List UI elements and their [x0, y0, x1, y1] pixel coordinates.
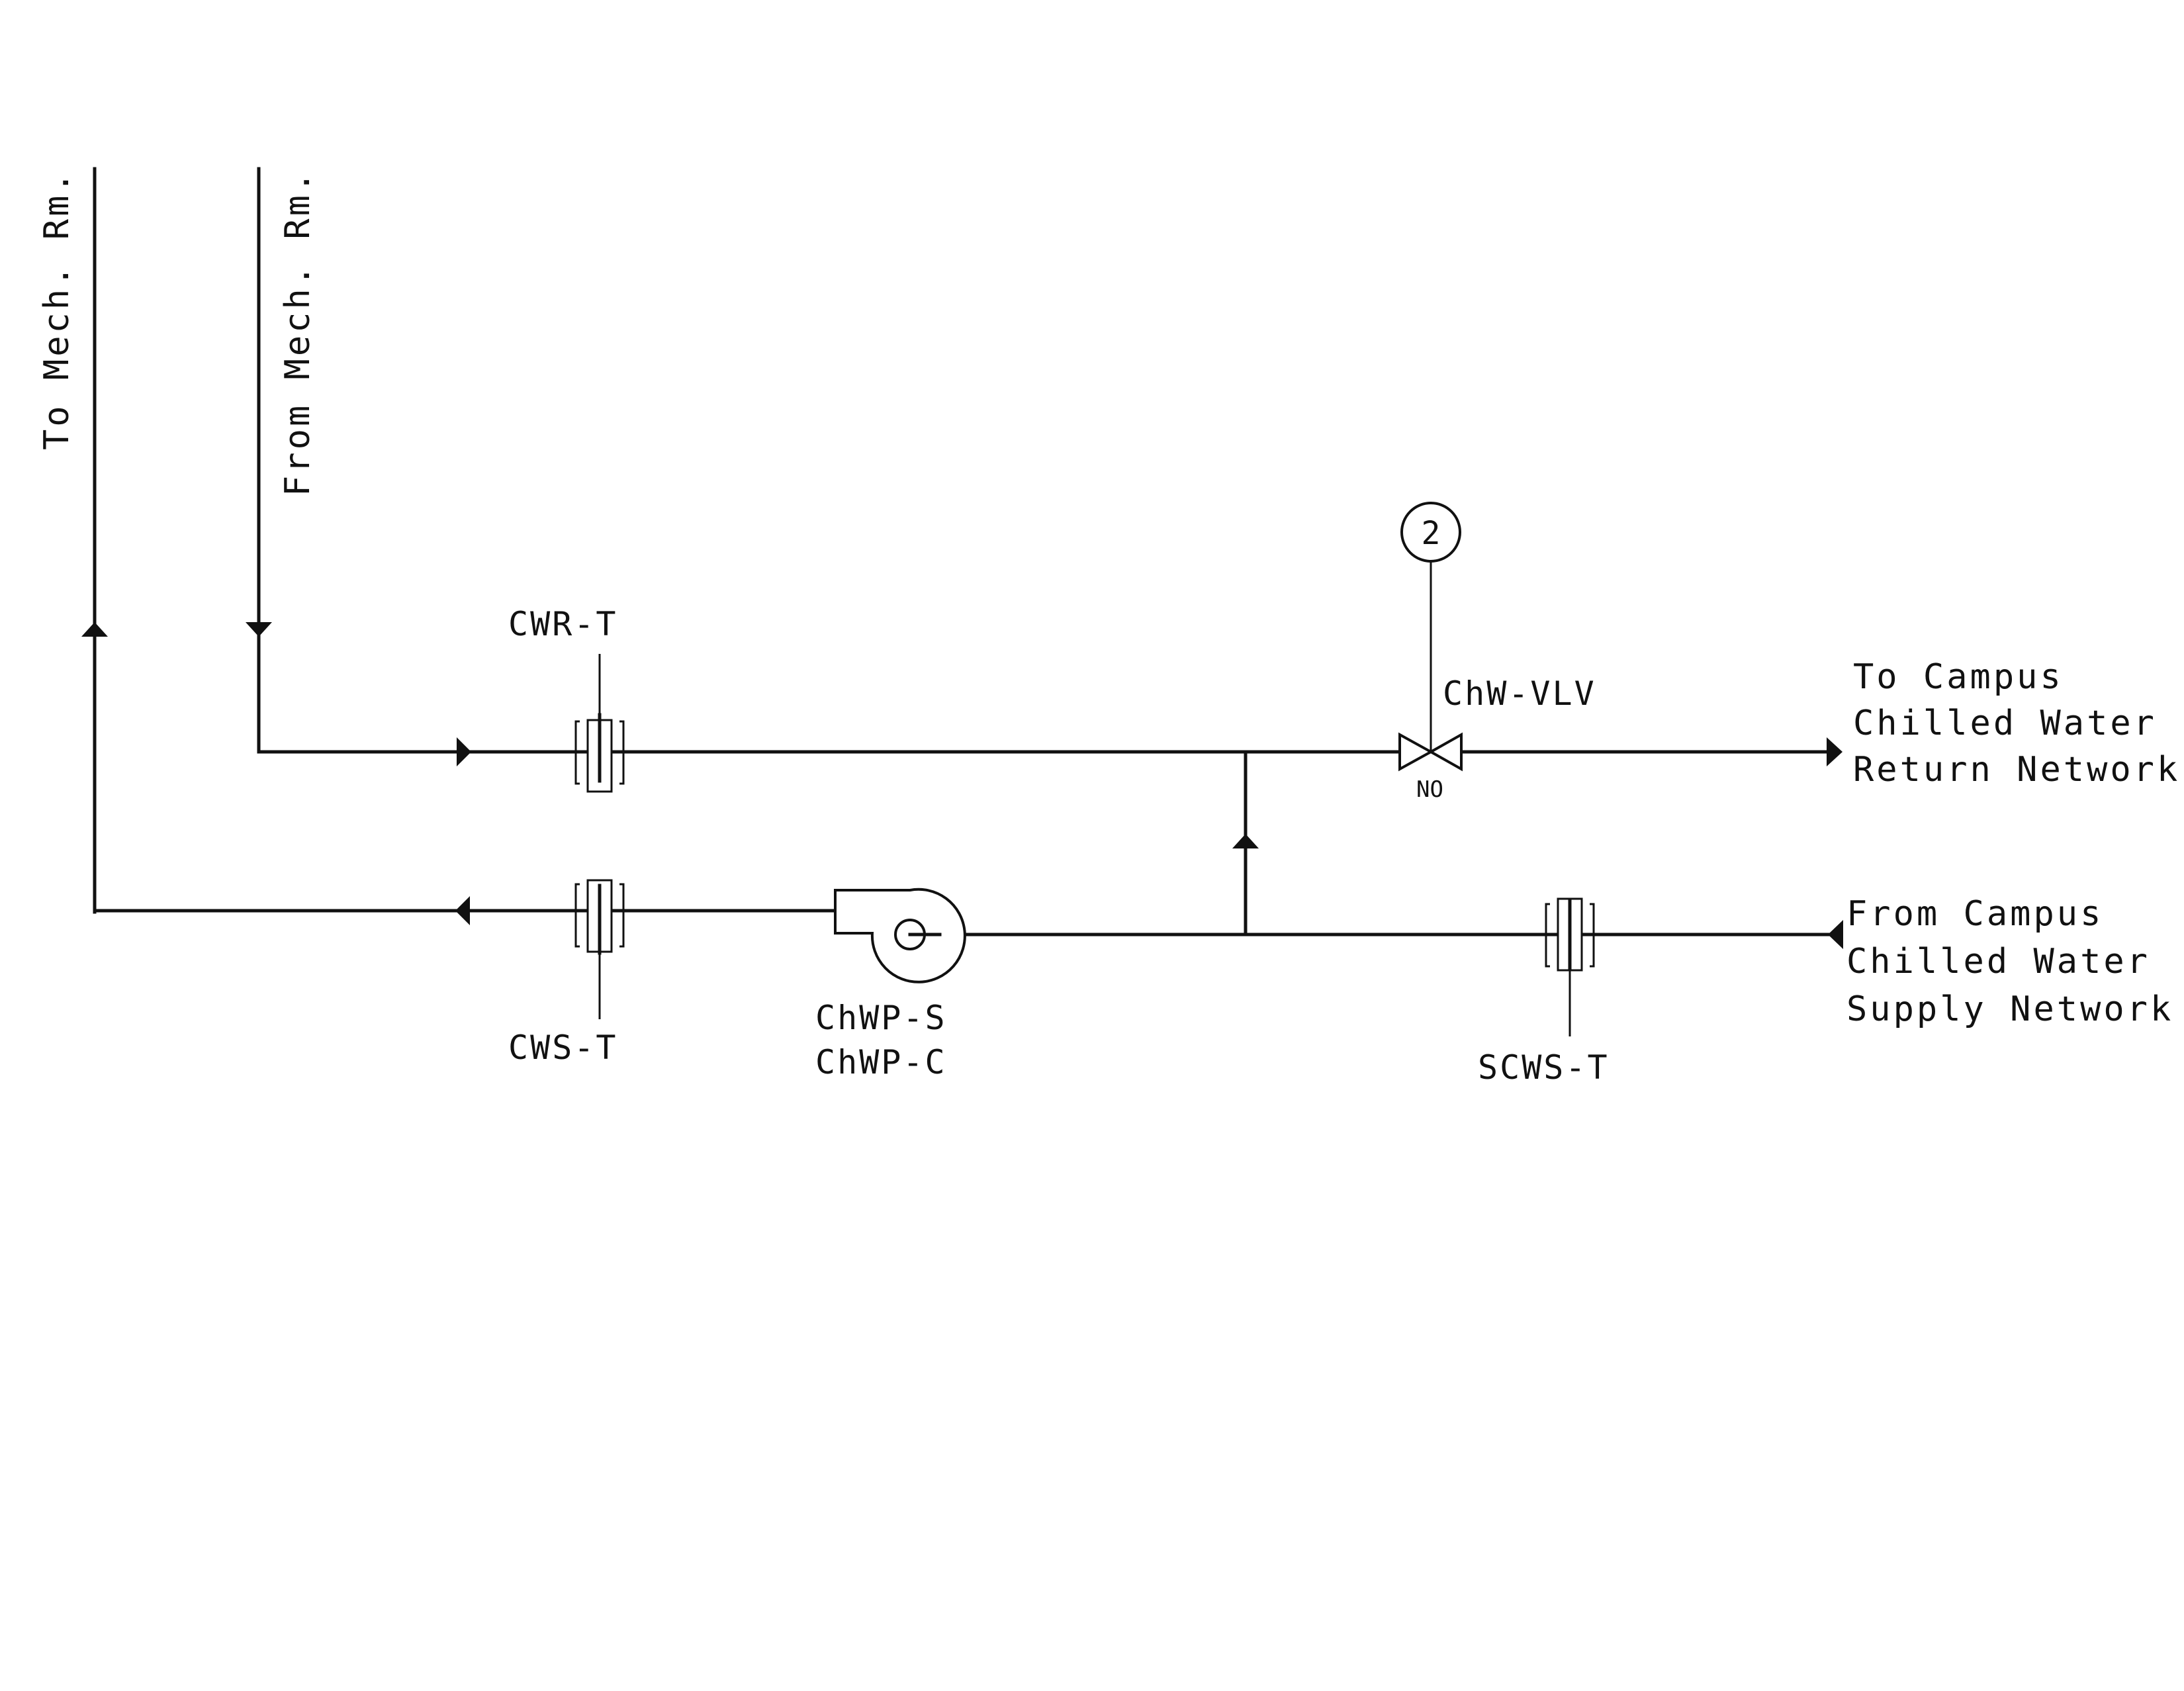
label-to-mech-rm: To Mech. Rm. [37, 169, 77, 450]
cwr-t-sensor-icon[interactable] [574, 654, 625, 793]
label-scws-t: SCWS-T [1478, 1048, 1610, 1087]
label-from-mech-rm: From Mech. Rm. [278, 169, 318, 496]
scws-t-sensor-icon[interactable] [1545, 897, 1595, 1036]
controller-bubble-icon[interactable]: 2 [1400, 502, 1461, 563]
flow-arrow-up-icon [81, 622, 108, 637]
return-network-line-3: Return Network [1853, 750, 2180, 790]
supply-network-line-3: Supply Network [1846, 989, 2173, 1029]
flow-arrow-left-icon [1828, 920, 1843, 949]
cws-t-sensor-icon[interactable] [574, 879, 625, 1019]
label-valve-state: NO [1416, 776, 1443, 803]
flow-arrow-left-icon [455, 896, 470, 925]
return-network-line-1: To Campus [1853, 657, 2064, 697]
pipe-to-mech-room [81, 167, 108, 914]
two-way-valve-icon[interactable] [1398, 561, 1463, 772]
flow-arrow-right-icon [457, 737, 471, 766]
supply-network-line-1: From Campus [1846, 894, 2103, 934]
supply-network-label: From Campus Chilled Water Supply Network [1846, 894, 2173, 1029]
pipe-from-mech-room [246, 167, 272, 754]
centrifugal-pump-icon[interactable] [834, 888, 966, 983]
label-chwp-s: ChWP-S [815, 999, 947, 1037]
return-network-line-2: Chilled Water [1853, 704, 2157, 743]
return-network-label: To Campus Chilled Water Return Network [1853, 657, 2180, 790]
flow-arrow-down-icon [246, 622, 272, 637]
flow-arrow-right-icon [1827, 737, 1843, 766]
bypass-pipe [1232, 750, 1259, 937]
supply-network-line-2: Chilled Water [1846, 942, 2150, 982]
label-cws-t: CWS-T [508, 1028, 618, 1067]
label-chwp-c: ChWP-C [815, 1043, 947, 1081]
return-header-pipe [257, 737, 1843, 766]
controller-number: 2 [1422, 515, 1441, 552]
label-cwr-t: CWR-T [508, 605, 618, 643]
flow-arrow-up-icon [1232, 834, 1259, 848]
supply-header-pipe [93, 896, 1843, 949]
label-chw-vlv: ChW-VLV [1443, 674, 1596, 713]
